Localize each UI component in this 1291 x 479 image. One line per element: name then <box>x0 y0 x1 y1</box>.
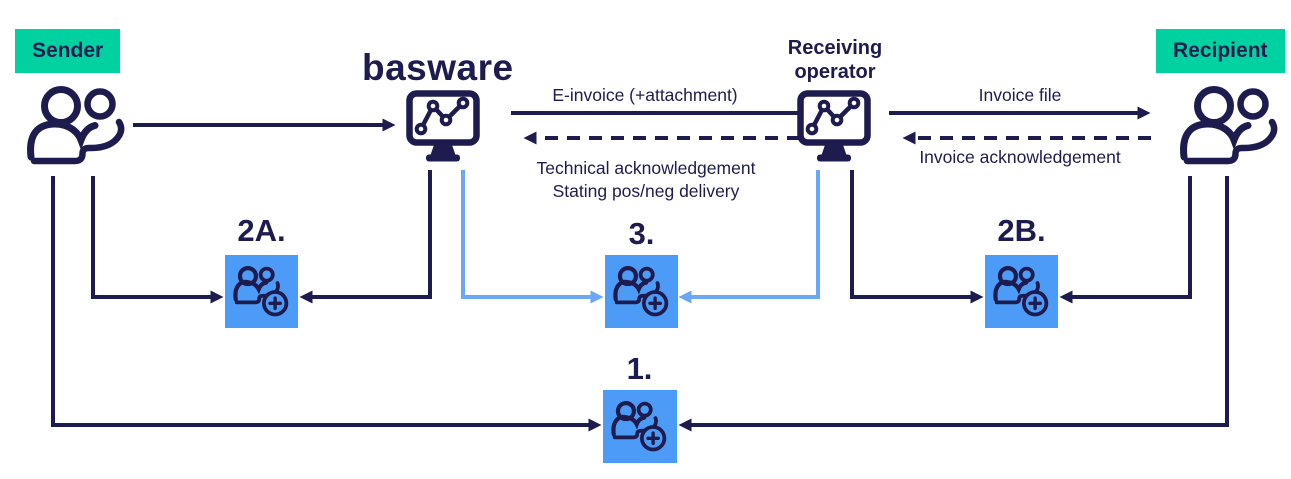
e-invoice-label: E-invoice (+attachment) <box>552 85 738 105</box>
line-recipient-to-1 <box>678 176 1229 432</box>
line-operator-to-2b <box>850 170 984 304</box>
add-contact-icon <box>232 265 288 316</box>
sender-badge: Sender <box>15 29 121 73</box>
invoice-ack-label: Invoice acknowledgement <box>919 147 1121 167</box>
step-3-label: 3. <box>628 216 655 251</box>
monitor-line-chart-icon <box>797 90 871 162</box>
technical-ack-label-line1: Technical acknowledgement <box>536 158 756 178</box>
add-contact-icon <box>992 265 1048 316</box>
line-basware-to-3 <box>461 170 604 304</box>
step-1-box <box>603 390 677 463</box>
line-basware-to-2a <box>299 170 432 304</box>
line-operator-to-3 <box>678 170 820 304</box>
add-contact-icon <box>612 265 668 316</box>
receiving-operator-name: Receiving operator <box>787 37 883 83</box>
recipient-badge: Recipient <box>1156 29 1285 73</box>
step-2a-box <box>225 255 298 328</box>
line-recipient-to-2b <box>1059 176 1192 304</box>
invoice-file-label: Invoice file <box>978 85 1062 105</box>
line-sender-to-2a <box>91 176 224 304</box>
step-1-label: 1. <box>626 351 653 386</box>
two-people-icon <box>1180 86 1278 165</box>
step-3-box <box>605 255 678 328</box>
step-2a-label: 2A. <box>237 213 286 248</box>
step-2b-label: 2B. <box>997 213 1046 248</box>
add-contact-icon <box>611 400 667 451</box>
monitor-line-chart-icon <box>406 90 480 162</box>
technical-ack-label-line2: Stating pos/neg delivery <box>552 180 740 201</box>
two-people-icon <box>27 86 125 165</box>
basware-logo: basware <box>362 47 514 88</box>
line-sender-to-1 <box>51 176 602 432</box>
step-2b-box <box>985 255 1058 328</box>
